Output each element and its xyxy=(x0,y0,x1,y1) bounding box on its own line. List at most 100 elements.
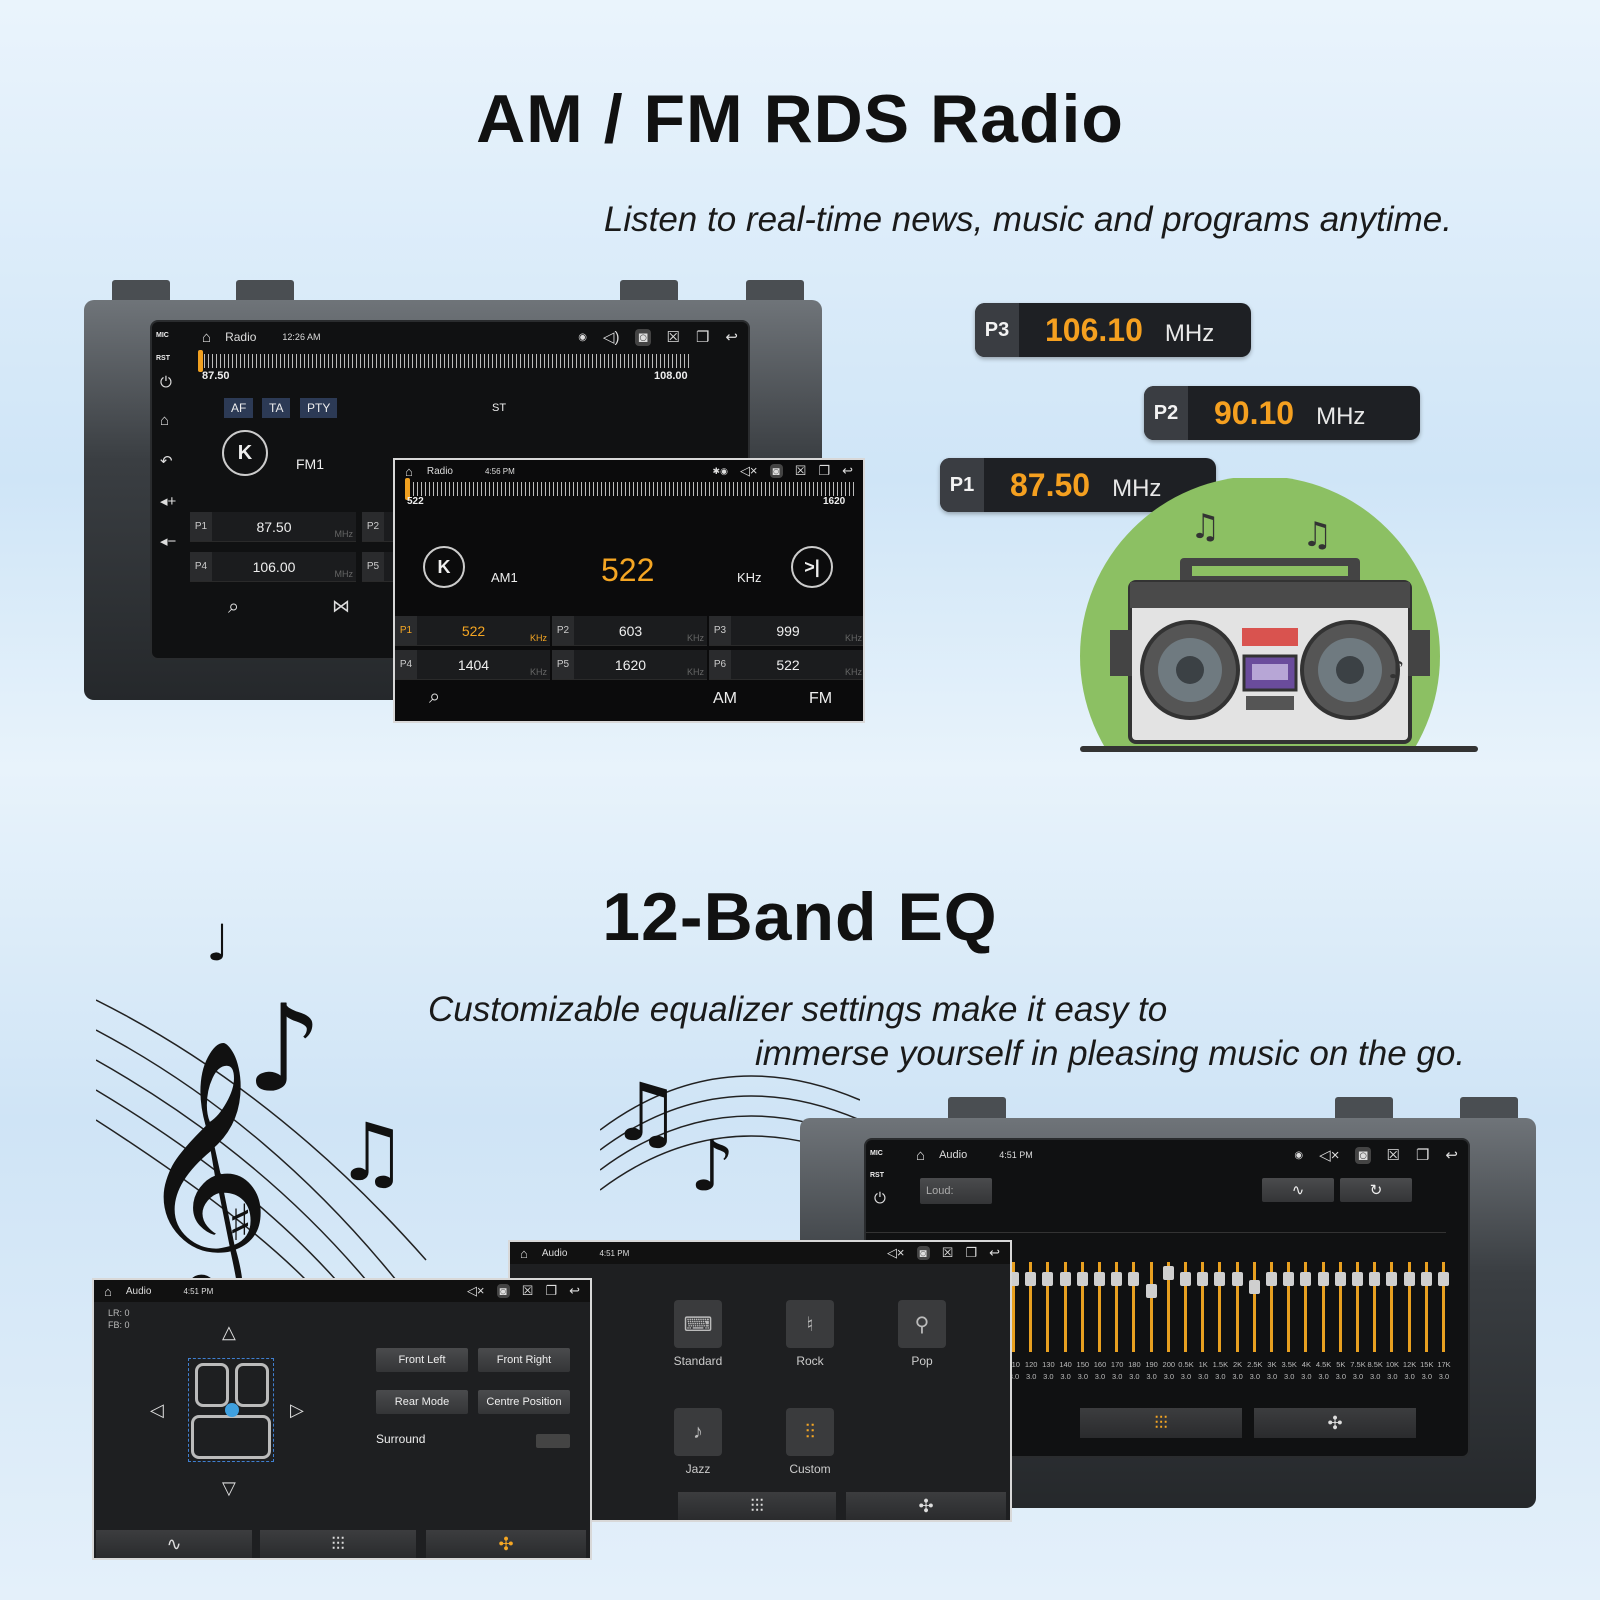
eq-slider-track[interactable] xyxy=(1029,1262,1033,1352)
mute-icon[interactable]: ◁× xyxy=(466,1283,485,1298)
home-icon[interactable]: ⌂ xyxy=(160,412,170,429)
eq-slider-track[interactable] xyxy=(1373,1262,1377,1352)
screenshot-icon[interactable]: ◙ xyxy=(635,328,651,346)
power-icon[interactable]: ⏻ xyxy=(160,374,172,391)
power-icon[interactable]: ⏻ xyxy=(874,1190,886,1207)
eq-slider-track[interactable] xyxy=(1012,1262,1015,1352)
reset-eq-button[interactable]: ↻ xyxy=(1340,1178,1412,1202)
eq-slider-track[interactable] xyxy=(1321,1262,1325,1352)
eq-slider-track[interactable] xyxy=(1407,1262,1411,1352)
mute-icon[interactable]: ◁× xyxy=(1319,1147,1340,1164)
fm-band-button[interactable]: FM xyxy=(809,690,833,707)
eq-slider-track[interactable] xyxy=(1338,1262,1342,1352)
preset-button[interactable]: P3 999 KHz xyxy=(709,616,863,646)
seat-layout[interactable] xyxy=(188,1358,274,1462)
eq-slider-knob[interactable] xyxy=(1025,1272,1037,1286)
recent-apps-icon[interactable]: ❐ xyxy=(695,329,710,346)
preset-button[interactable]: P5 1620 KHz xyxy=(552,650,707,680)
eq-slider-track[interactable] xyxy=(1201,1262,1205,1352)
scan-icon[interactable]: ⋈ xyxy=(332,596,350,616)
loudness-toggle[interactable]: Loud: xyxy=(920,1178,992,1204)
eq-slider-knob[interactable] xyxy=(1180,1272,1191,1286)
close-app-icon[interactable]: ☒ xyxy=(941,1245,954,1260)
eq-slider-knob[interactable] xyxy=(1094,1272,1105,1286)
rear-mode-button[interactable]: Rear Mode xyxy=(376,1390,468,1414)
balance-tab[interactable]: ✣ xyxy=(1254,1408,1416,1438)
screenshot-icon[interactable]: ◙ xyxy=(769,464,783,478)
preset-button[interactable]: P2 603 KHz xyxy=(552,616,707,646)
eq-slider-track[interactable] xyxy=(1166,1262,1170,1352)
close-app-icon[interactable]: ☒ xyxy=(794,463,807,478)
tuning-marker[interactable] xyxy=(405,478,410,500)
pty-button[interactable]: PTY xyxy=(300,398,338,418)
recent-apps-icon[interactable]: ❐ xyxy=(1415,1147,1430,1164)
eq-slider-knob[interactable] xyxy=(1128,1272,1140,1286)
return-icon[interactable]: ↩ xyxy=(842,463,853,478)
af-button[interactable]: AF xyxy=(224,398,254,418)
eq-slider-track[interactable] xyxy=(1235,1262,1239,1352)
mode-jazz-button[interactable]: ♪ xyxy=(674,1408,722,1456)
mode-custom-button[interactable]: ⫶⫶ xyxy=(786,1408,834,1456)
eq-slider-knob[interactable] xyxy=(1162,1266,1174,1280)
arrow-down-icon[interactable]: ▽ xyxy=(222,1478,236,1498)
preset-button[interactable]: P1 87.50 MHz xyxy=(190,512,356,542)
eq-slider-knob[interactable] xyxy=(1008,1272,1019,1286)
eq-tab[interactable]: ⫶⫶⫶ xyxy=(1080,1408,1242,1438)
recent-apps-icon[interactable]: ❐ xyxy=(965,1245,978,1260)
home-icon[interactable]: ⌂ xyxy=(916,1146,926,1164)
mute-icon[interactable]: ◁× xyxy=(739,463,758,478)
surround-toggle[interactable] xyxy=(536,1434,570,1448)
home-icon[interactable]: ⌂ xyxy=(405,463,413,479)
eq-slider-track[interactable] xyxy=(1442,1262,1445,1352)
eq-slider-track[interactable] xyxy=(1424,1262,1428,1352)
eq-slider-knob[interactable] xyxy=(1214,1272,1226,1286)
return-icon[interactable]: ↩ xyxy=(1445,1147,1458,1164)
front-left-button[interactable]: Front Left xyxy=(376,1348,468,1372)
volume-up-icon[interactable]: ◂+ xyxy=(160,493,177,510)
eq-slider-knob[interactable] xyxy=(1076,1272,1088,1286)
eq-slider-knob[interactable] xyxy=(1420,1272,1432,1286)
recent-apps-icon[interactable]: ❐ xyxy=(818,463,831,478)
front-right-button[interactable]: Front Right xyxy=(478,1348,570,1372)
eq-slider-knob[interactable] xyxy=(1386,1272,1398,1286)
eq-slider-knob[interactable] xyxy=(1111,1272,1123,1286)
arrow-right-icon[interactable]: ▷ xyxy=(290,1400,304,1420)
tuning-marker[interactable] xyxy=(198,350,203,372)
close-app-icon[interactable]: ☒ xyxy=(1386,1147,1400,1164)
screenshot-icon[interactable]: ◙ xyxy=(496,1284,510,1298)
balance-tab[interactable]: ✣ xyxy=(426,1530,586,1558)
eq-slider-knob[interactable] xyxy=(1283,1272,1295,1286)
eq-slider-knob[interactable] xyxy=(1352,1272,1363,1286)
seek-back-button[interactable]: K xyxy=(222,430,268,476)
ta-button[interactable]: TA xyxy=(262,398,291,418)
eq-slider-track[interactable] xyxy=(1115,1262,1119,1352)
eq-tab[interactable]: ⫶⫶⫶ xyxy=(678,1492,836,1520)
screenshot-icon[interactable]: ◙ xyxy=(1355,1146,1371,1164)
mute-icon[interactable]: ◁× xyxy=(886,1245,905,1260)
eq-slider-track[interactable] xyxy=(1149,1262,1153,1352)
home-icon[interactable]: ⌂ xyxy=(104,1283,112,1299)
eq-slider-knob[interactable] xyxy=(1042,1272,1054,1286)
eq-slider-knob[interactable] xyxy=(1300,1272,1312,1286)
preset-button[interactable]: P6 522 KHz xyxy=(709,650,863,680)
eq-slider-knob[interactable] xyxy=(1248,1280,1260,1294)
volume-icon[interactable]: ◁) xyxy=(602,329,620,346)
close-app-icon[interactable]: ☒ xyxy=(666,329,680,346)
return-icon[interactable]: ↩ xyxy=(569,1283,580,1298)
eq-slider-knob[interactable] xyxy=(1145,1284,1157,1298)
mode-standard-button[interactable]: ⌨ xyxy=(674,1300,722,1348)
eq-tab[interactable]: ⫶⫶⫶ xyxy=(260,1530,416,1558)
eq-slider-track[interactable] xyxy=(1304,1262,1308,1352)
eq-slider-track[interactable] xyxy=(1356,1262,1359,1352)
eq-slider-track[interactable] xyxy=(1218,1262,1222,1352)
frequency-scale[interactable] xyxy=(405,482,855,496)
arrow-left-icon[interactable]: ◁ xyxy=(150,1400,164,1420)
search-icon[interactable]: ⌕ xyxy=(429,686,441,708)
eq-slider-track[interactable] xyxy=(1270,1262,1273,1352)
return-icon[interactable]: ↩ xyxy=(725,329,738,346)
search-icon[interactable]: ⌕ xyxy=(228,596,240,618)
preset-button[interactable]: P4 106.00 MHz xyxy=(190,552,356,582)
return-icon[interactable]: ↩ xyxy=(989,1245,1000,1260)
mode-rock-button[interactable]: ♮ xyxy=(786,1300,834,1348)
